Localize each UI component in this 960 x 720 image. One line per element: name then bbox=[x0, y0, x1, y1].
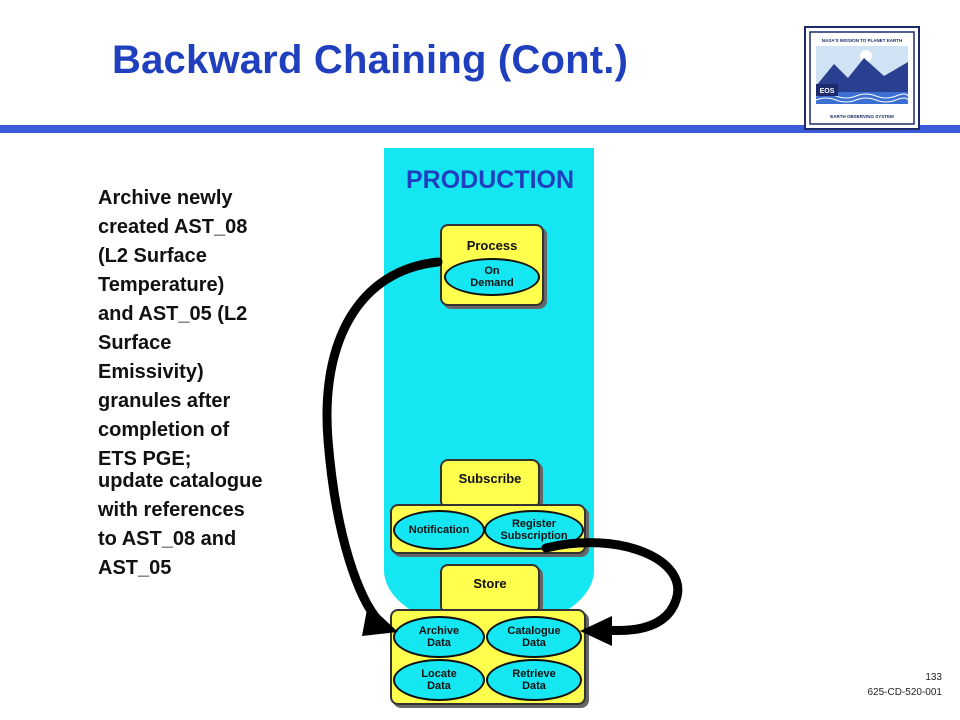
logo-top-text: NASA'S MISSION TO PLANET EARTH bbox=[822, 38, 903, 43]
retrieve-data-pill: Retrieve Data bbox=[486, 659, 582, 701]
body-line: AST_05 bbox=[98, 557, 172, 579]
retrieve-line: Retrieve bbox=[512, 668, 556, 680]
archive-data-pill: Archive Data bbox=[393, 616, 485, 658]
subscribe-box: Subscribe bbox=[440, 459, 540, 509]
slide-title: Backward Chaining (Cont.) bbox=[112, 38, 629, 82]
locate-data-pill: Locate Data bbox=[393, 659, 485, 701]
subscribe-label: Subscribe bbox=[458, 471, 522, 486]
body-line: with references bbox=[98, 499, 245, 521]
locate-line: Data bbox=[427, 680, 451, 692]
body-line: Surface bbox=[98, 332, 172, 354]
logo-eos-text: EOS bbox=[820, 88, 835, 95]
body-line: to AST_08 and bbox=[98, 528, 237, 550]
body-line: update catalogue bbox=[98, 470, 263, 492]
body-line: Emissivity) bbox=[98, 361, 204, 383]
archive-line: Data bbox=[427, 637, 451, 649]
body-line: (L2 Surface bbox=[98, 245, 207, 267]
page-number: 133 bbox=[925, 672, 942, 683]
body-text-catalogue: update catalogue with references to AST_… bbox=[98, 467, 308, 583]
register-line: Register bbox=[511, 518, 556, 530]
register-subscription-pill: Register Subscription bbox=[484, 510, 584, 550]
catalogue-data-pill: Catalogue Data bbox=[486, 616, 582, 658]
body-text-archive: Archive newly created AST_08 (L2 Surface… bbox=[98, 184, 308, 474]
notification-label: Notification bbox=[408, 524, 470, 536]
store-label: Store bbox=[473, 576, 507, 591]
logo-bottom-text: EARTH OBSERVING SYSTEM bbox=[830, 114, 894, 119]
document-id: 625-CD-520-001 bbox=[867, 687, 943, 698]
title-rule bbox=[0, 125, 960, 133]
register-line: Subscription bbox=[500, 530, 568, 542]
store-box: Store bbox=[440, 564, 540, 614]
archive-line: Archive bbox=[418, 625, 460, 637]
production-label: PRODUCTION bbox=[405, 166, 575, 194]
body-line: Archive newly bbox=[98, 187, 233, 209]
on-demand-pill: On Demand bbox=[444, 258, 540, 296]
body-line: and AST_05 (L2 bbox=[98, 303, 248, 325]
body-line: created AST_08 bbox=[98, 216, 248, 238]
retrieve-line: Data bbox=[522, 680, 546, 692]
body-line: granules after bbox=[98, 390, 231, 412]
notification-pill: Notification bbox=[393, 510, 485, 550]
on-demand-line: Demand bbox=[470, 277, 514, 289]
body-line: ETS PGE; bbox=[98, 448, 192, 470]
catalogue-line: Catalogue bbox=[507, 625, 561, 637]
catalogue-line: Data bbox=[522, 637, 546, 649]
process-label: Process bbox=[466, 238, 518, 253]
body-line: completion of bbox=[98, 419, 230, 441]
on-demand-line: On bbox=[484, 265, 500, 277]
eos-logo: NASA'S MISSION TO PLANET EARTH EOS EARTH… bbox=[804, 26, 920, 130]
locate-line: Locate bbox=[421, 668, 457, 680]
body-line: Temperature) bbox=[98, 274, 225, 296]
